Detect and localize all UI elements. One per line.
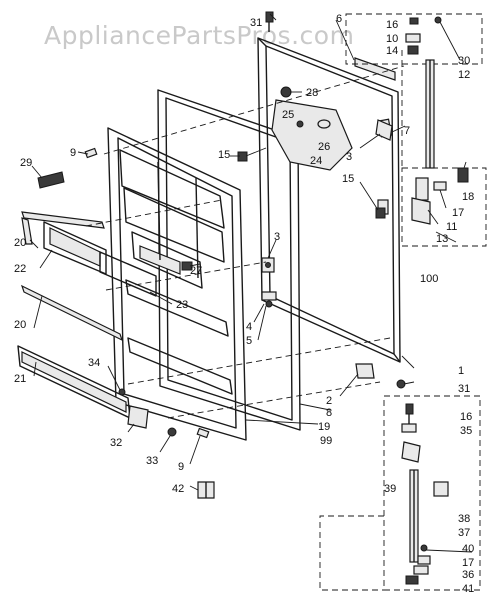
shelf-20-upper bbox=[21, 211, 105, 245]
callout-15-right: 15 bbox=[342, 173, 354, 185]
callout-31-bottom: 31 bbox=[458, 383, 470, 395]
assembly-guide-lines bbox=[85, 65, 405, 419]
foot-2 bbox=[355, 363, 375, 379]
callout-39: 39 bbox=[384, 483, 396, 495]
callout-28: 28 bbox=[306, 87, 318, 99]
callout-30: 30 bbox=[458, 55, 470, 67]
screw-31-bottom bbox=[396, 379, 406, 389]
callout-100: 100 bbox=[420, 273, 438, 285]
callout-16-kit100: 16 bbox=[386, 19, 398, 31]
callout-31-top: 31 bbox=[250, 17, 262, 29]
callout-11: 11 bbox=[446, 221, 457, 233]
hinge-bracket-3-lower bbox=[261, 257, 275, 273]
callout-38: 38 bbox=[458, 513, 470, 525]
callout-3-lower: 3 bbox=[274, 231, 280, 243]
callout-9-lower: 9 bbox=[178, 461, 184, 473]
shelf-22 bbox=[43, 221, 107, 275]
callout-6: 6 bbox=[336, 13, 342, 25]
callout-27: 27 bbox=[190, 265, 202, 277]
callout-labels: 31 6 16 10 14 30 12 28 25 26 24 7 3 15 1… bbox=[14, 13, 474, 595]
shelf-23 bbox=[99, 251, 157, 297]
callout-23: 23 bbox=[176, 299, 188, 311]
callout-26: 26 bbox=[318, 141, 330, 153]
callout-20-upper: 20 bbox=[14, 237, 26, 249]
hinge-pin-9-upper bbox=[84, 147, 98, 159]
callout-22: 22 bbox=[14, 263, 26, 275]
callout-3-upper: 3 bbox=[346, 151, 352, 163]
washer-33 bbox=[167, 427, 177, 437]
callout-18: 18 bbox=[462, 191, 474, 203]
cover-29 bbox=[37, 171, 65, 189]
callout-35: 35 bbox=[460, 425, 472, 437]
door-gasket bbox=[157, 89, 301, 431]
callout-34: 34 bbox=[88, 357, 100, 369]
callout-40: 40 bbox=[462, 543, 474, 555]
callout-36: 36 bbox=[462, 569, 474, 581]
inner-door-liner bbox=[107, 127, 247, 441]
callout-leaders bbox=[29, 13, 473, 553]
callout-42: 42 bbox=[172, 483, 184, 495]
watermark-text: AppliancePartsPros.com bbox=[44, 21, 354, 50]
clip-15-right bbox=[375, 207, 386, 219]
clip-15-left bbox=[237, 151, 248, 162]
callout-2: 2 bbox=[326, 395, 332, 407]
callout-24: 24 bbox=[310, 155, 322, 167]
clip-42 bbox=[197, 481, 215, 499]
callout-7: 7 bbox=[404, 125, 410, 137]
callout-4: 4 bbox=[246, 321, 252, 333]
callout-17-kit100: 17 bbox=[452, 207, 464, 219]
pin-9-lower bbox=[196, 427, 210, 439]
callout-32: 32 bbox=[110, 437, 122, 449]
callout-1: 1 bbox=[458, 365, 464, 377]
fastener-34 bbox=[118, 388, 126, 396]
screw-4 bbox=[261, 291, 277, 308]
shelf-20-lower bbox=[20, 284, 124, 342]
callout-17-kit99: 17 bbox=[462, 557, 474, 569]
bracket-32 bbox=[127, 405, 149, 429]
callout-29: 29 bbox=[20, 157, 32, 169]
hinge-kit-100 bbox=[345, 13, 487, 247]
callout-13: 13 bbox=[436, 233, 448, 245]
callout-25: 25 bbox=[282, 109, 294, 121]
callout-9-upper: 9 bbox=[70, 147, 76, 159]
hinge-kit-99 bbox=[319, 395, 481, 591]
hinge-3-upper bbox=[375, 119, 393, 141]
callout-14: 14 bbox=[386, 45, 398, 57]
callout-10: 10 bbox=[386, 33, 398, 45]
shelf-21 bbox=[17, 345, 131, 419]
callout-41: 41 bbox=[462, 583, 474, 595]
callout-20-lower: 20 bbox=[14, 319, 26, 331]
callout-33: 33 bbox=[146, 455, 158, 467]
callout-12: 12 bbox=[458, 69, 470, 81]
outer-door-panel bbox=[257, 37, 401, 363]
callout-5: 5 bbox=[246, 335, 252, 347]
callout-37: 37 bbox=[458, 527, 470, 539]
callout-21: 21 bbox=[14, 373, 26, 385]
callout-15-left: 15 bbox=[218, 149, 230, 161]
trim-piece-24 bbox=[271, 99, 353, 171]
bushing-28 bbox=[280, 86, 292, 98]
callout-19: 19 bbox=[318, 421, 330, 433]
callout-16-kit99: 16 bbox=[460, 411, 472, 423]
callout-99: 99 bbox=[320, 435, 332, 447]
callout-8: 8 bbox=[326, 407, 332, 419]
